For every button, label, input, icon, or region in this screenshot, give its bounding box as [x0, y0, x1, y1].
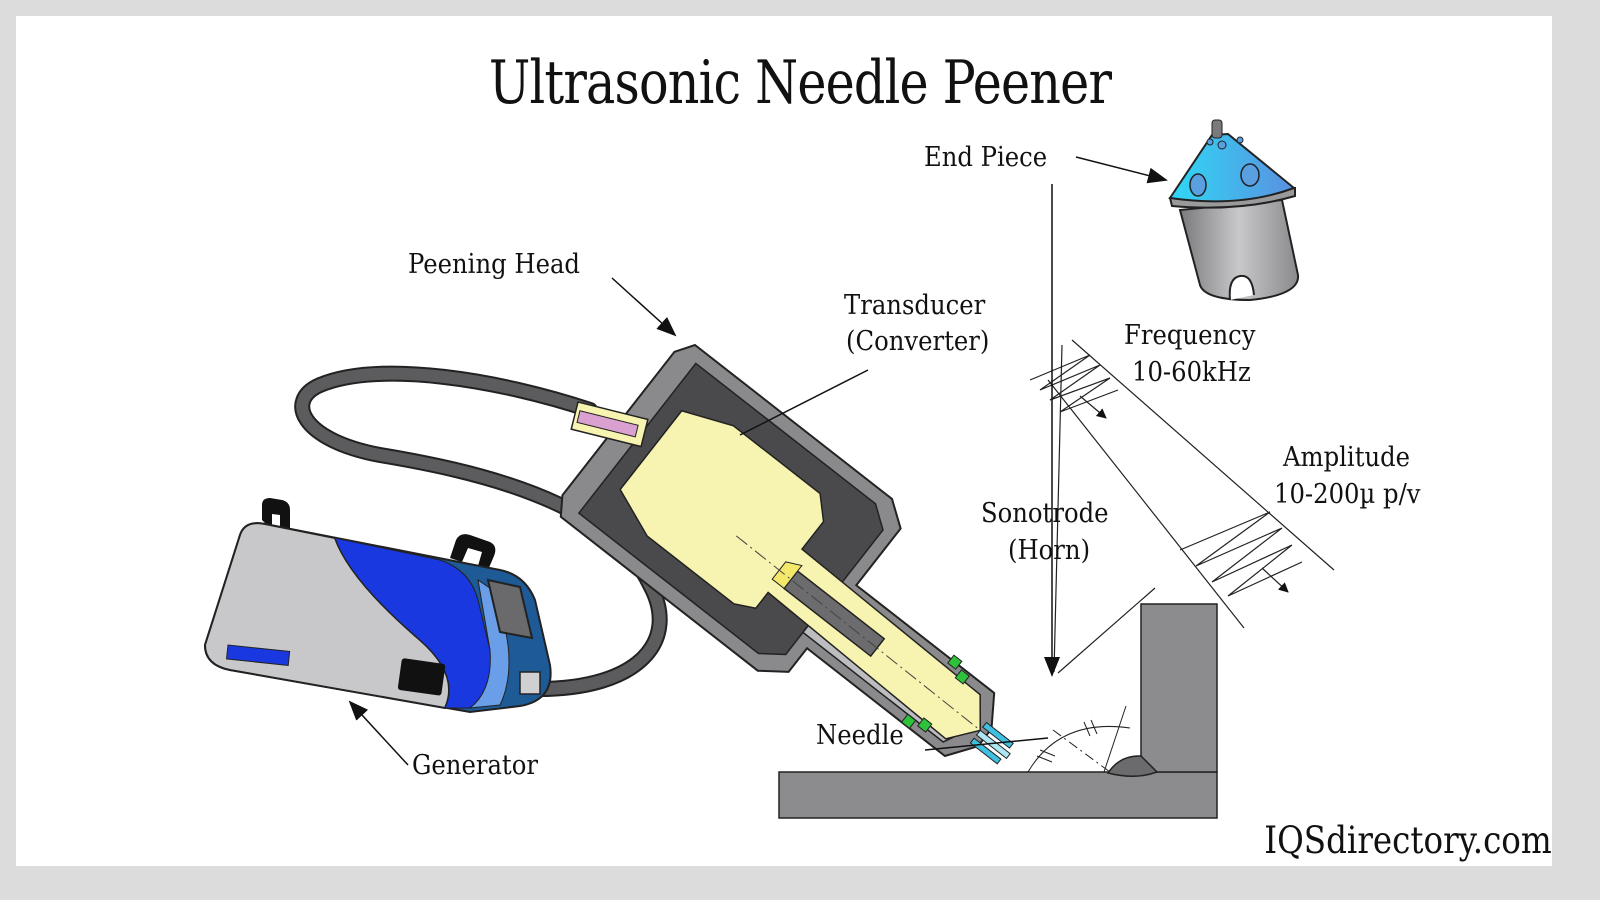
- cable-connector: [570, 401, 649, 448]
- label-amplitude: Amplitude: [1283, 442, 1411, 473]
- workpiece: [778, 603, 1218, 819]
- label-transducer: Transducer: [844, 290, 986, 321]
- end-piece: [1168, 119, 1300, 302]
- label-converter: (Converter): [846, 326, 990, 357]
- label-amplitude-value: 10-200µ p/v: [1274, 479, 1421, 510]
- label-end-piece: End Piece: [924, 142, 1048, 173]
- label-horn: (Horn): [1008, 535, 1091, 566]
- label-peening-head: Peening Head: [408, 249, 580, 280]
- label-needle: Needle: [816, 720, 904, 751]
- leader-lines: [348, 156, 1168, 766]
- brand-watermark: IQSdirectory.com: [1264, 819, 1552, 862]
- peening-head: [559, 343, 1014, 765]
- weld-bead: [1106, 755, 1159, 777]
- diagram-title: Ultrasonic Needle Peener: [488, 48, 1112, 118]
- label-frequency: Frequency: [1124, 320, 1256, 351]
- label-generator: Generator: [412, 750, 538, 781]
- wave-diagram: [1029, 339, 1335, 674]
- label-frequency-value: 10-60kHz: [1132, 357, 1251, 388]
- label-sonotrode: Sonotrode: [981, 498, 1109, 529]
- generator: [203, 498, 552, 714]
